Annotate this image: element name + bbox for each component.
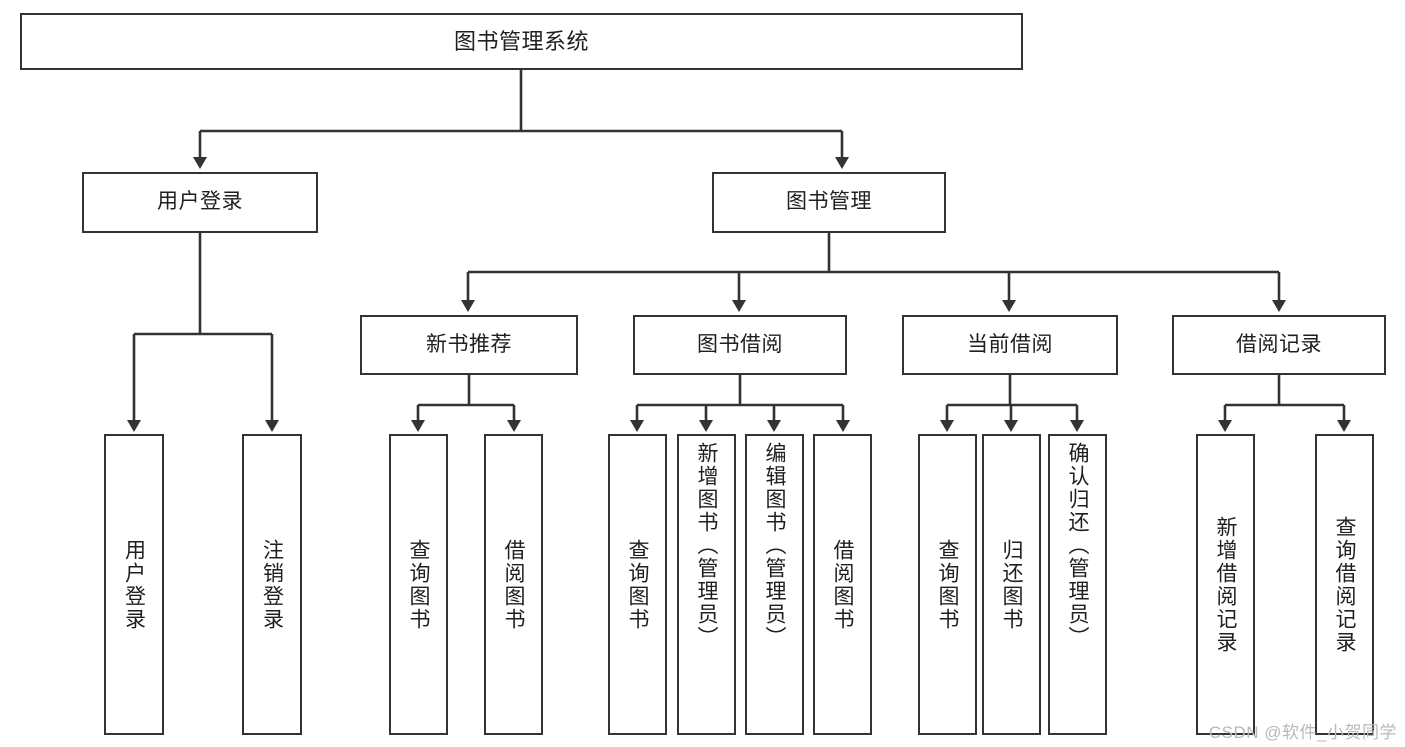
node-borrow-record-label: 借阅记录 [1236,332,1322,356]
node-new-book-rec-label: 新书推荐 [426,332,512,356]
leaf-borrow-query-book-label: 查询图书 [626,538,649,631]
node-current-borrow-label: 当前借阅 [967,332,1053,356]
leaf-current-return-book-label: 归还图书 [1000,538,1023,631]
node-user-login-label: 用户登录 [157,190,243,214]
leaf-record-query-label: 查询借阅记录 [1333,515,1356,654]
leaf-record-add[interactable]: 新增借阅记录 [1196,434,1255,735]
node-root[interactable]: 图书管理系统 [20,13,1023,70]
leaf-borrow-borrow-book-label: 借阅图书 [831,538,854,631]
node-book-borrow[interactable]: 图书借阅 [633,315,847,375]
node-user-login[interactable]: 用户登录 [82,172,318,233]
leaf-borrow-edit-book-label: 编辑图书（管理员） [763,442,786,649]
node-book-manage[interactable]: 图书管理 [712,172,946,233]
leaf-rec-query-book-label: 查询图书 [407,538,430,631]
node-current-borrow[interactable]: 当前借阅 [902,315,1118,375]
leaf-user-logout-label: 注销登录 [260,538,284,631]
node-book-manage-label: 图书管理 [786,190,872,214]
leaf-borrow-borrow-book[interactable]: 借阅图书 [813,434,872,735]
leaf-user-logout[interactable]: 注销登录 [242,434,302,735]
leaf-current-return-book[interactable]: 归还图书 [982,434,1041,735]
leaf-borrow-add-book[interactable]: 新增图书（管理员） [677,434,736,735]
leaf-borrow-add-book-label: 新增图书（管理员） [695,442,718,649]
leaf-borrow-query-book[interactable]: 查询图书 [608,434,667,735]
leaf-rec-borrow-book-label: 借阅图书 [502,538,525,631]
node-new-book-rec[interactable]: 新书推荐 [360,315,578,375]
leaf-record-add-label: 新增借阅记录 [1214,515,1237,654]
node-book-borrow-label: 图书借阅 [697,332,783,356]
leaf-borrow-edit-book[interactable]: 编辑图书（管理员） [745,434,804,735]
leaf-user-login[interactable]: 用户登录 [104,434,164,735]
leaf-rec-borrow-book[interactable]: 借阅图书 [484,434,543,735]
leaf-current-query-book[interactable]: 查询图书 [918,434,977,735]
leaf-user-login-label: 用户登录 [122,538,146,631]
leaf-rec-query-book[interactable]: 查询图书 [389,434,448,735]
node-borrow-record[interactable]: 借阅记录 [1172,315,1386,375]
leaf-record-query[interactable]: 查询借阅记录 [1315,434,1374,735]
node-root-label: 图书管理系统 [453,28,589,54]
leaf-current-confirm-return-label: 确认归还（管理员） [1066,442,1089,649]
leaf-current-confirm-return[interactable]: 确认归还（管理员） [1048,434,1107,735]
leaf-current-query-book-label: 查询图书 [936,538,959,631]
